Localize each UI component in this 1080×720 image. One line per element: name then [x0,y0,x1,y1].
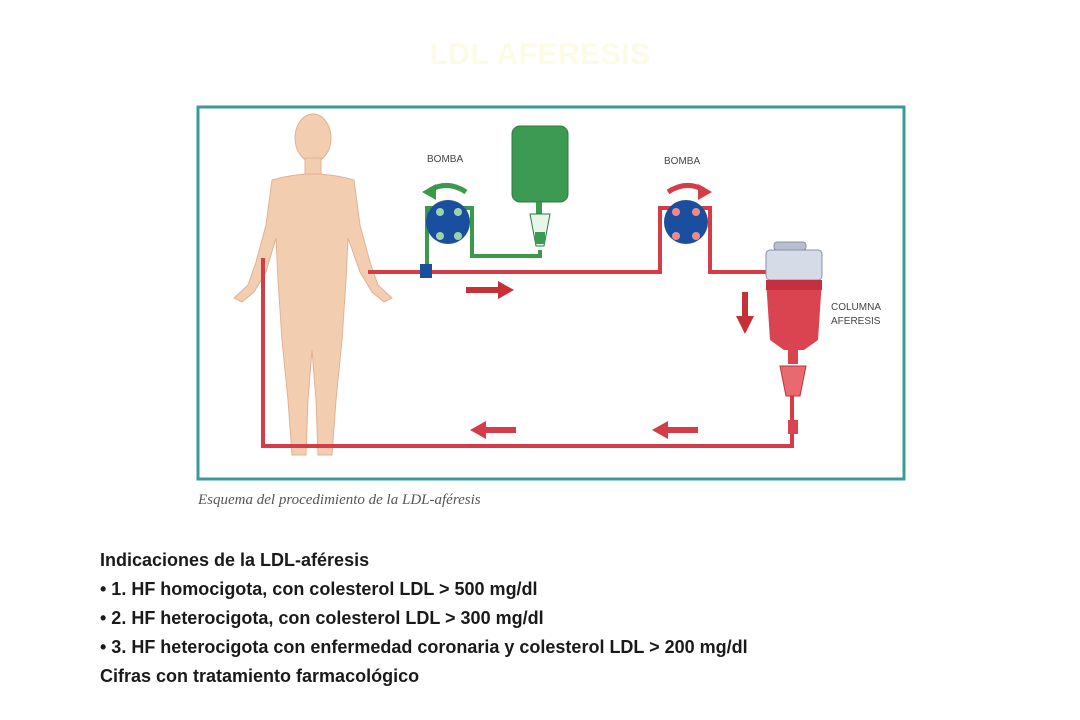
column-label-line1: COLUMNA [831,302,881,313]
human-body-icon [233,113,393,456]
flow-arrow-left-1 [470,421,516,439]
diagram-caption: Esquema del procedimiento de la LDL-afér… [198,492,481,508]
indication-item-1: • 1. HF homocigota, con colesterol LDL >… [100,579,538,599]
flow-arrow-down [736,292,754,334]
indications-footer: Cifras con tratamiento farmacológico [100,666,420,686]
apheresis-column-icon [765,241,823,434]
pump-left-label: BOMBA [427,154,463,165]
indication-item-3: • 3. HF heterocigota con enfermedad coro… [100,637,748,657]
junction-connector [420,264,432,278]
indications-heading: Indicaciones de la LDL-aféresis [100,550,370,570]
pump-right-icon [664,183,712,244]
pump-right-label: BOMBA [664,156,700,167]
slide-title: LDL AFERESIS [429,38,651,71]
plasma-bag-icon [511,125,569,247]
indications-block: Indicaciones de la LDL-aféresis • 1. HF … [100,546,748,691]
apheresis-diagram: BOMBA BOMBA COLUMNA AFERESIS [196,105,906,481]
flow-arrow-right [466,281,514,299]
pump-left-icon [422,183,470,244]
column-label-line2: AFERESIS [831,316,881,327]
flow-arrow-left-2 [652,421,698,439]
indication-item-2: • 2. HF heterocigota, con colesterol LDL… [100,608,544,628]
